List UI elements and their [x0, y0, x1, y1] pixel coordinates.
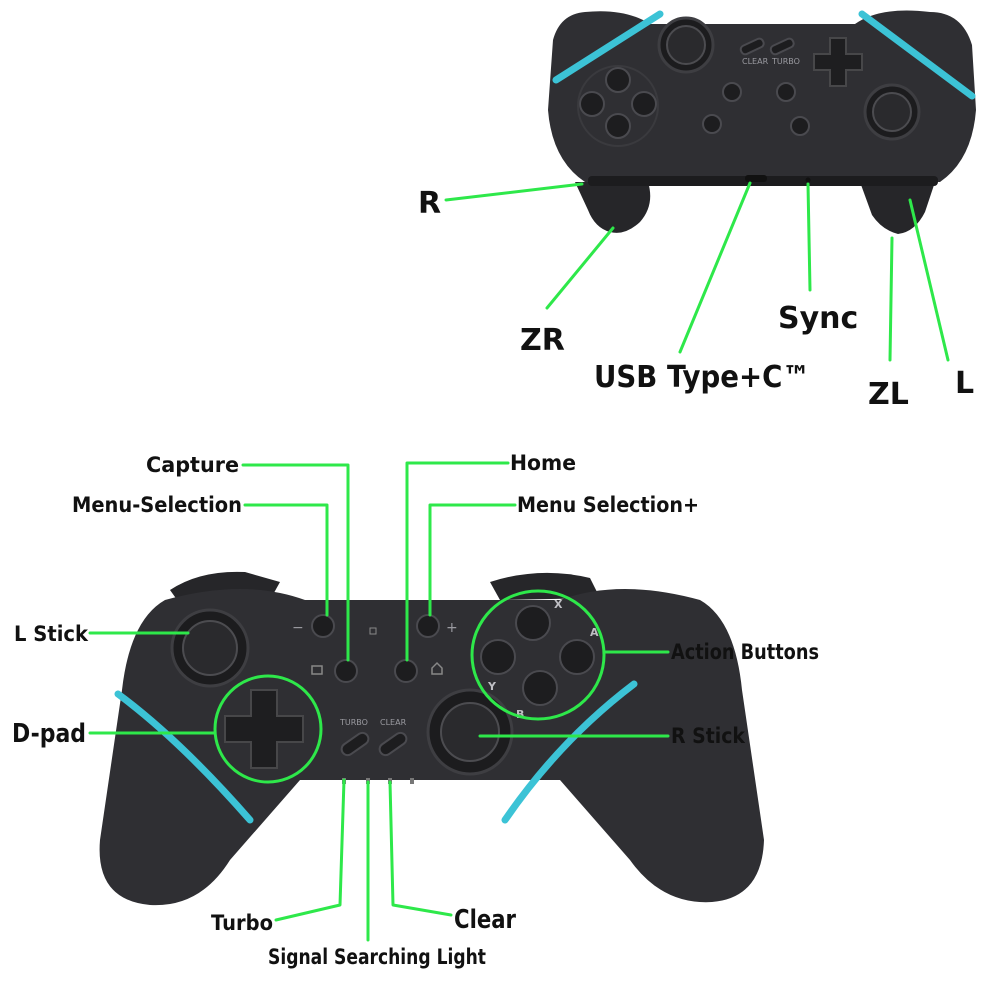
label-signal-searching-light: Signal Searching Light	[268, 945, 486, 969]
label-menu-selection-minus: Menu-Selection	[72, 493, 242, 517]
front-accent-right	[501, 680, 638, 824]
front-accent-left	[114, 690, 254, 824]
label-menu-selection-plus: Menu Selection+	[517, 493, 699, 517]
front-letter-y: Y	[487, 680, 497, 693]
front-leader-lines	[88, 461, 670, 942]
leader-zl	[888, 236, 894, 362]
back-face-button-a	[579, 91, 605, 117]
leader-r	[444, 182, 584, 202]
front-button-y	[480, 639, 516, 675]
front-plus-button	[416, 614, 440, 638]
label-l: L	[955, 366, 974, 401]
back-face-button-x	[605, 113, 631, 139]
front-right-stick-cap	[440, 702, 500, 762]
back-face-button-b	[605, 67, 631, 93]
front-turbo-text: TURBO	[339, 718, 368, 727]
front-view-controller: X A Y B − + TURBO CLEAR	[99, 571, 765, 906]
back-controller-body	[548, 10, 976, 182]
leader-turbo	[274, 778, 346, 922]
front-button-b	[522, 670, 558, 706]
back-right-stick-cap	[872, 92, 912, 132]
back-accent-right	[858, 10, 976, 100]
back-clear-text: CLEAR	[742, 57, 769, 66]
front-center-indicator	[369, 627, 377, 635]
label-zr: ZR	[520, 323, 565, 358]
front-turbo-button	[340, 731, 370, 757]
front-clear-button	[378, 731, 408, 757]
back-turbo-button	[739, 37, 765, 56]
leader-sync	[806, 182, 812, 292]
front-labels: Capture Menu-Selection Home Menu Selecti…	[12, 451, 819, 969]
back-usb-port	[745, 175, 767, 182]
leader-capture	[241, 463, 350, 662]
front-minus-symbol: −	[292, 620, 304, 636]
house-icon	[431, 661, 443, 675]
label-d-pad: D-pad	[12, 719, 86, 749]
label-l-stick: L Stick	[14, 622, 89, 646]
label-sync: Sync	[778, 301, 858, 336]
front-plus-symbol: +	[446, 620, 458, 636]
front-left-stick-cap	[182, 620, 238, 676]
back-minus-button	[790, 116, 810, 136]
back-dpad	[813, 37, 863, 87]
ring-action-buttons	[470, 589, 606, 721]
leader-home	[405, 461, 510, 662]
leader-menu-plus	[428, 503, 517, 617]
ring-dpad	[213, 674, 323, 784]
back-home-button	[722, 82, 742, 102]
back-face-button-y	[631, 91, 657, 117]
leader-clear	[388, 780, 453, 917]
front-home-button	[394, 659, 418, 683]
label-r: R	[418, 186, 441, 221]
back-labels: R ZR USB Type+C™ Sync ZL L	[418, 186, 974, 412]
leader-zr	[545, 226, 615, 310]
front-button-a	[559, 639, 595, 675]
leader-usb	[678, 181, 752, 354]
front-dpad	[224, 689, 304, 769]
leader-l	[908, 198, 950, 362]
back-view-controller: CLEAR TURBO	[548, 10, 976, 234]
back-left-trigger	[575, 182, 651, 233]
front-minus-button	[311, 614, 335, 638]
label-clear: Clear	[454, 905, 516, 935]
camera-icon	[311, 665, 323, 675]
label-home: Home	[510, 451, 576, 475]
front-letter-b: B	[516, 708, 524, 721]
label-zl: ZL	[868, 377, 909, 412]
front-letter-a: A	[590, 626, 599, 639]
leader-menu-minus	[243, 503, 329, 617]
front-led-4	[410, 778, 414, 784]
front-capture-button	[334, 659, 358, 683]
back-turbo-text: TURBO	[771, 57, 800, 66]
back-face-button-ring	[577, 65, 659, 147]
front-clear-text: CLEAR	[380, 718, 407, 727]
front-letter-x: X	[554, 598, 563, 611]
back-left-stick-cap	[666, 25, 706, 65]
front-button-x	[515, 605, 551, 641]
back-sync-hole	[805, 177, 811, 183]
back-accent-left	[552, 10, 664, 84]
front-highlight-rings	[213, 589, 606, 784]
label-usb-type-c: USB Type+C™	[594, 360, 810, 395]
label-action-buttons: Action Buttons	[671, 640, 819, 664]
back-clear-button	[769, 37, 795, 56]
back-leader-lines	[444, 181, 950, 362]
back-capture-button	[776, 82, 796, 102]
label-r-stick: R Stick	[671, 724, 746, 748]
label-capture: Capture	[146, 453, 239, 477]
back-right-trigger	[860, 182, 935, 234]
label-turbo: Turbo	[211, 911, 273, 935]
back-plus-button	[702, 114, 722, 134]
